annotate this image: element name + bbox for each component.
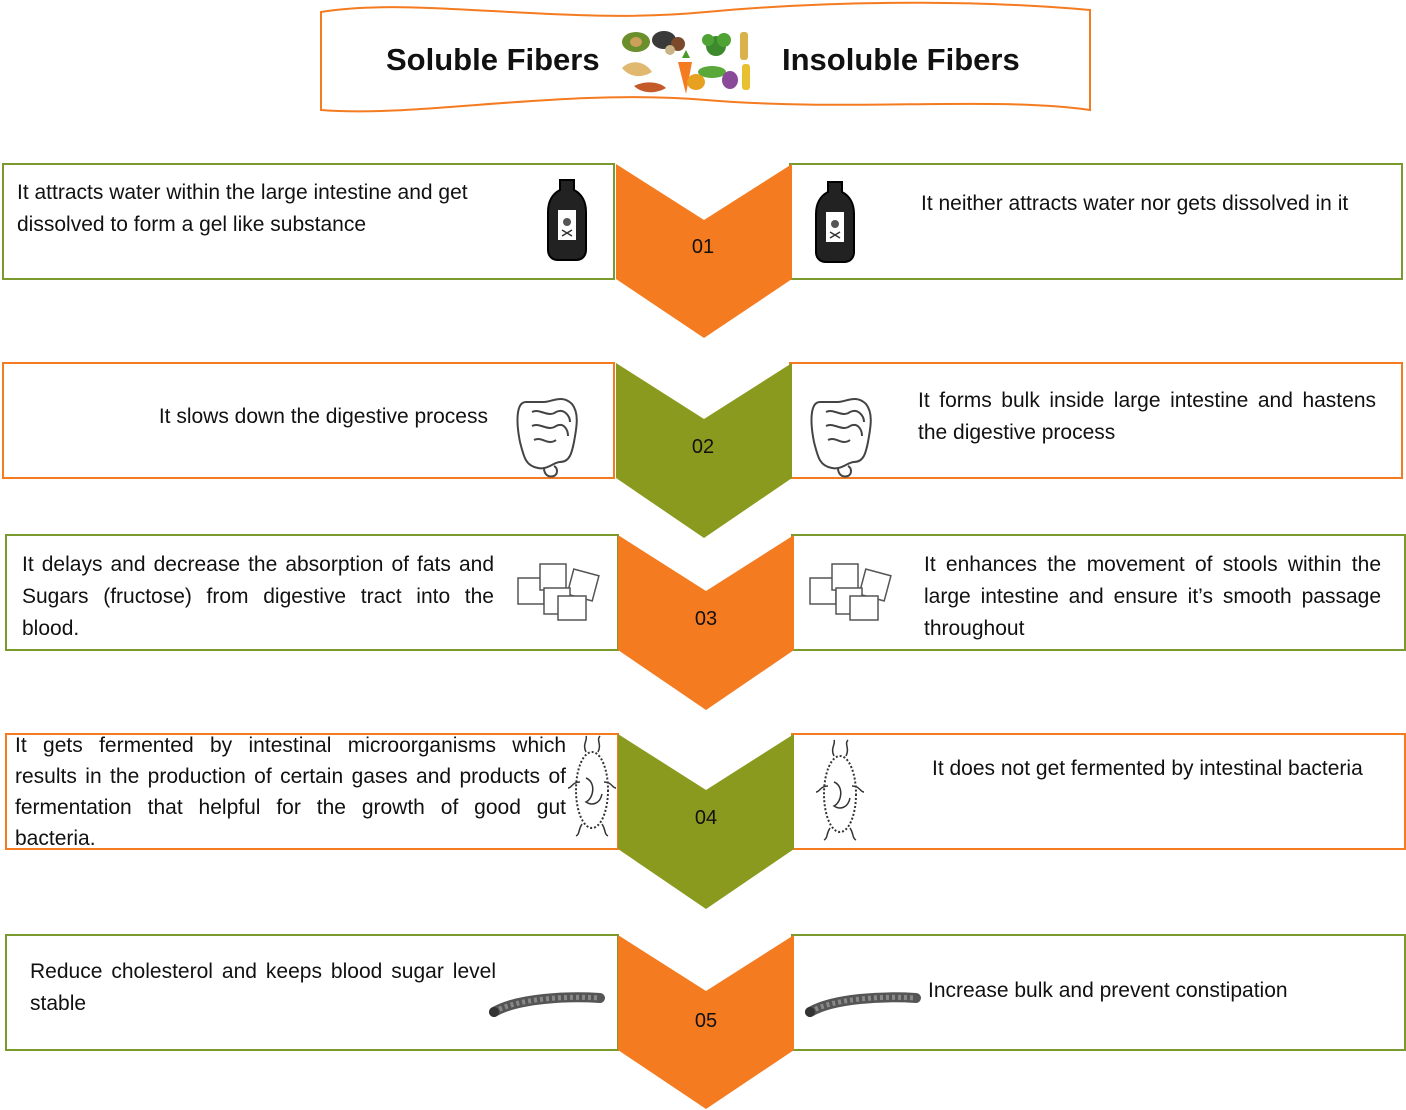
soluble-fibers-title: Soluble Fibers: [386, 42, 600, 77]
soluble-text-3: It delays and decrease the absorption of…: [22, 553, 494, 640]
blood-vessel-icon: [805, 992, 921, 1017]
sugar-cubes-icon: [809, 563, 892, 621]
insoluble-box-4: [791, 733, 1406, 850]
bacterium-icon: [567, 735, 617, 837]
insoluble-text-4: It does not get fermented by intestinal …: [932, 757, 1363, 780]
soluble-box-2: [2, 362, 615, 479]
step-number-4: 04: [694, 807, 718, 829]
insoluble-box-3: [791, 534, 1406, 651]
step-number-2: 02: [691, 436, 715, 458]
soluble-text-5: Reduce cholesterol and keeps blood sugar…: [30, 960, 496, 1015]
bottle-icon: [547, 179, 587, 261]
step-chevron-2: [616, 363, 792, 538]
step-chevron-1: [616, 164, 792, 338]
step-chevron-5: [618, 935, 794, 1109]
step-number-1: 01: [691, 236, 715, 258]
vegetables-food-icon: [622, 31, 750, 94]
step-chevron-4: [618, 734, 794, 909]
soluble-text-1: It attracts water within the large intes…: [17, 181, 468, 236]
insoluble-text-2: It forms bulk inside large intestine and…: [918, 389, 1376, 444]
bottle-icon: [815, 181, 855, 263]
insoluble-box-2: [789, 362, 1403, 479]
insoluble-text-1: It neither attracts water nor gets disso…: [921, 192, 1349, 215]
soluble-box-1: [2, 163, 615, 280]
soluble-text-2: It slows down the digestive process: [158, 405, 488, 428]
soluble-box-4: [5, 733, 619, 850]
bacterium-icon: [815, 739, 865, 841]
sugar-cubes-icon: [517, 563, 600, 621]
soluble-box-5: [5, 934, 619, 1051]
header-banner: [320, 1, 1091, 113]
insoluble-text-5: Increase bulk and prevent constipation: [928, 979, 1288, 1002]
insoluble-fibers-title: Insoluble Fibers: [782, 42, 1020, 77]
soluble-text-4: It gets fermented by intestinal microorg…: [15, 734, 566, 850]
step-number-3: 03: [694, 608, 718, 630]
intestine-icon: [810, 397, 872, 478]
blood-vessel-icon: [489, 992, 605, 1017]
insoluble-text-3: It enhances the movement of stools withi…: [924, 553, 1381, 640]
step-chevron-3: [618, 535, 794, 710]
intestine-icon: [516, 397, 578, 478]
step-number-5: 05: [694, 1010, 718, 1032]
insoluble-box-1: [789, 163, 1403, 280]
